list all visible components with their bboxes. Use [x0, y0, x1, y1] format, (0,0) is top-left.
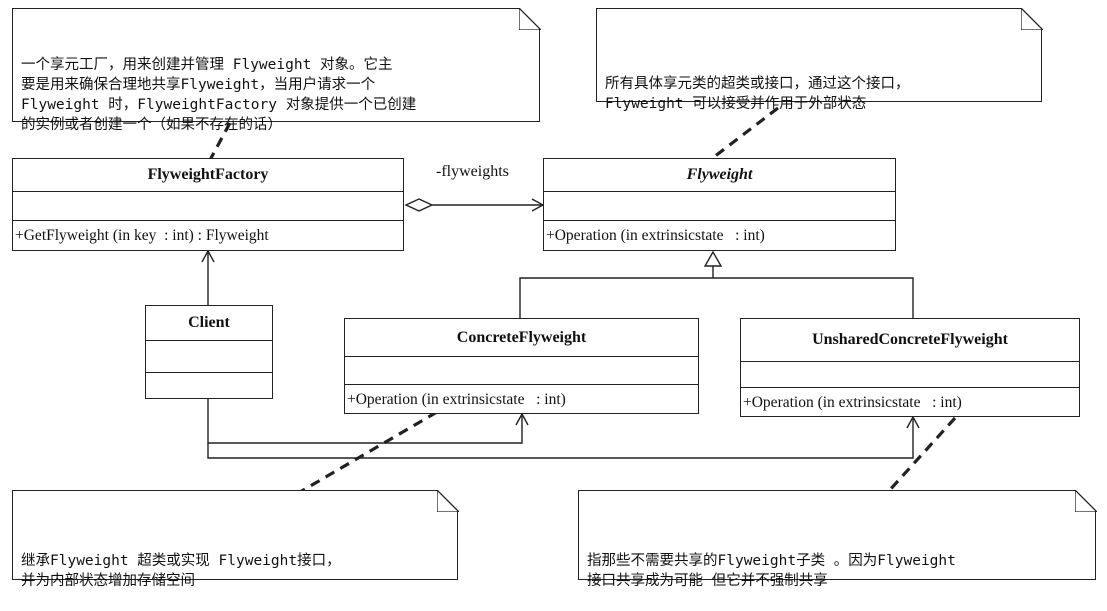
unshared-concrete-flyweight-class[interactable]: UnsharedConcreteFlyweight +Operation (in… — [740, 318, 1080, 417]
concrete-note-anchor — [299, 410, 438, 494]
class-attributes — [13, 192, 403, 221]
class-attributes — [741, 362, 1079, 388]
class-attributes — [146, 341, 272, 373]
class-name: Flyweight — [544, 159, 895, 192]
class-operation: +Operation (in extrinsicstate : int) — [347, 391, 566, 408]
class-operation: +Operation (in extrinsicstate : int) — [546, 227, 765, 244]
flyweight-factory-class[interactable]: FlyweightFactory +GetFlyweight (in key :… — [12, 158, 404, 251]
generalization-line — [519, 277, 914, 318]
unshared-note: 指那些不需要共享的Flyweight子类 。因为Flyweight 接口共享成为… — [578, 489, 1097, 589]
flyweight-note: 所有具体享元类的超类或接口，通过这个接口， Flyweight 可以接受并作用于… — [596, 7, 1043, 112]
note-fold-icon — [1020, 7, 1043, 30]
note-fold-icon — [1074, 489, 1097, 512]
class-attributes — [544, 192, 895, 221]
class-name: Client — [146, 306, 272, 341]
class-name: FlyweightFactory — [13, 159, 403, 192]
aggregation-diamond — [404, 198, 434, 212]
concrete-note: 继承Flyweight 超类或实现 Flyweight接口， 并为内部状态增加存… — [12, 489, 459, 589]
factory-note: 一个享元工厂，用来创建并管理 Flyweight 对象。它主 要是用来确保合理地… — [12, 7, 541, 133]
class-name: UnsharedConcreteFlyweight — [741, 319, 1079, 362]
concrete-note-text: 继承Flyweight 超类或实现 Flyweight接口， 并为内部状态增加存… — [21, 553, 341, 589]
diagram-connectors: Flyweight --> — [201, 106, 957, 494]
class-operation: +Operation (in extrinsicstate : int) — [743, 394, 962, 411]
note-fold-icon — [518, 7, 541, 30]
client-class[interactable]: Client — [145, 305, 273, 399]
aggregation-label: -flyweights — [436, 163, 509, 180]
class-attributes — [345, 357, 698, 385]
client-to-unshared-line — [207, 415, 920, 459]
flyweight-class[interactable]: Flyweight +Operation (in extrinsicstate … — [543, 158, 896, 251]
class-operations — [146, 373, 272, 400]
flyweight-note-text: 所有具体享元类的超类或接口，通过这个接口， Flyweight 可以接受并作用于… — [605, 76, 910, 112]
class-name: ConcreteFlyweight — [345, 319, 698, 357]
flyweight-note-anchor — [709, 106, 779, 162]
unshared-note-anchor — [886, 416, 957, 494]
factory-note-text: 一个享元工厂，用来创建并管理 Flyweight 对象。它主 要是用来确保合理地… — [21, 57, 417, 133]
note-fold-icon — [436, 489, 459, 512]
class-operation: +GetFlyweight (in key : int) : Flyweight — [15, 227, 269, 244]
client-to-concrete-line — [207, 399, 529, 444]
generalization-triangle — [703, 250, 723, 267]
unshared-note-text: 指那些不需要共享的Flyweight子类 。因为Flyweight 接口共享成为… — [587, 553, 956, 589]
concrete-flyweight-class[interactable]: ConcreteFlyweight +Operation (in extrins… — [344, 318, 699, 414]
